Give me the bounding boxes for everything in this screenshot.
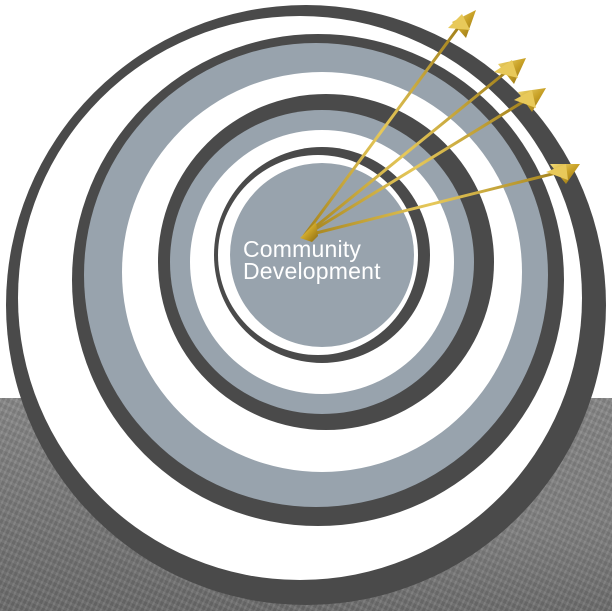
bullseye [230, 163, 414, 347]
arrows-group [300, 10, 580, 242]
target-rings [6, 5, 606, 605]
arrow-icon [303, 58, 526, 238]
label-line-2: Development [243, 258, 381, 284]
arrow-icon [302, 10, 476, 237]
label-line-1: Community [243, 236, 362, 262]
arrow-icon [303, 164, 580, 238]
center-label: Community Development [243, 236, 423, 284]
arrow-tips-icon [300, 222, 318, 242]
arrow-icon [303, 88, 546, 238]
